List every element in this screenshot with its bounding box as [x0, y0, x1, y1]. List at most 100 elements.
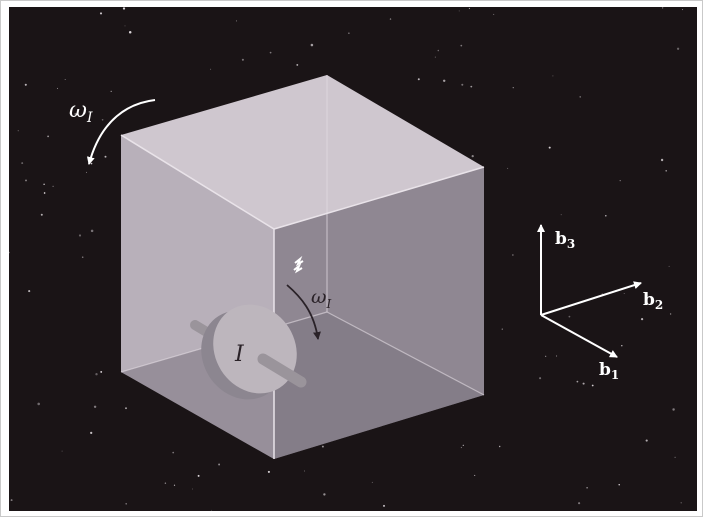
- axis-b2-arrow: [541, 283, 641, 315]
- star: [499, 446, 500, 447]
- star: [211, 510, 212, 511]
- star: [583, 383, 585, 385]
- star: [674, 457, 675, 458]
- star: [672, 408, 674, 410]
- star: [125, 25, 126, 26]
- star: [474, 475, 475, 476]
- star: [545, 356, 546, 357]
- star: [236, 20, 237, 21]
- star: [435, 57, 436, 58]
- star: [41, 214, 43, 216]
- star: [100, 371, 102, 373]
- star: [493, 14, 494, 15]
- star: [641, 318, 643, 320]
- axis-b3-label: b3: [555, 229, 575, 251]
- star: [11, 499, 13, 501]
- star: [52, 186, 53, 187]
- star: [552, 75, 553, 76]
- axis-b1-arrow: [541, 315, 617, 357]
- spacecraft-diagram: I ωI ωI b3 b2 b1: [9, 7, 697, 511]
- star: [443, 80, 445, 82]
- star: [578, 502, 580, 504]
- body-axes: b3 b2 b1: [541, 225, 663, 382]
- star: [91, 163, 93, 165]
- star: [665, 170, 667, 172]
- star: [21, 162, 23, 164]
- star: [79, 234, 81, 236]
- star: [512, 254, 513, 255]
- star: [43, 184, 44, 185]
- star: [577, 381, 579, 383]
- star: [323, 493, 325, 495]
- star: [218, 464, 220, 466]
- star: [172, 452, 174, 454]
- omega-body-label: ωI: [69, 98, 93, 126]
- star: [460, 45, 462, 47]
- star: [681, 502, 682, 503]
- star: [25, 84, 27, 86]
- star: [311, 44, 314, 47]
- star: [47, 136, 49, 138]
- star: [561, 214, 562, 215]
- star: [569, 316, 571, 318]
- star: [9, 252, 10, 254]
- star: [579, 96, 580, 97]
- star: [461, 84, 463, 86]
- star: [646, 440, 648, 442]
- star: [192, 489, 193, 490]
- star: [18, 130, 19, 131]
- star: [100, 12, 102, 14]
- star: [44, 192, 46, 194]
- star: [322, 446, 324, 448]
- star: [592, 385, 594, 387]
- star: [470, 86, 472, 88]
- wheel-inertia-label: I: [234, 342, 245, 367]
- star: [105, 156, 107, 158]
- star: [661, 159, 663, 161]
- star: [620, 180, 621, 181]
- star: [383, 505, 385, 507]
- star: [621, 345, 622, 346]
- star: [624, 293, 625, 294]
- star: [95, 373, 97, 375]
- star: [90, 432, 92, 434]
- star: [296, 64, 298, 66]
- star: [418, 78, 420, 80]
- axis-b2-label: b2: [643, 290, 663, 312]
- star: [62, 451, 63, 452]
- star: [677, 48, 679, 50]
- star: [586, 487, 588, 489]
- star: [102, 119, 104, 121]
- star: [125, 503, 127, 505]
- star: [210, 69, 211, 70]
- star: [25, 179, 27, 181]
- star: [82, 256, 84, 258]
- star: [507, 168, 508, 169]
- star: [513, 87, 514, 88]
- star: [125, 407, 127, 409]
- star: [94, 406, 96, 408]
- star: [459, 10, 460, 11]
- star: [174, 485, 175, 486]
- star: [618, 484, 619, 485]
- axis-b1-label: b1: [599, 360, 619, 382]
- star: [662, 7, 663, 8]
- star: [37, 403, 40, 406]
- star: [605, 215, 607, 217]
- spacecraft-cube: [121, 75, 484, 459]
- star: [129, 31, 132, 34]
- star: [65, 79, 66, 80]
- star: [390, 18, 391, 19]
- star: [270, 52, 272, 54]
- star: [57, 88, 58, 89]
- star: [469, 8, 470, 9]
- space-background: I ωI ωI b3 b2 b1: [9, 7, 697, 511]
- star: [539, 377, 541, 379]
- star: [472, 155, 474, 157]
- star: [682, 9, 683, 10]
- star: [549, 147, 551, 149]
- star: [556, 356, 557, 357]
- star: [123, 7, 125, 9]
- star: [348, 33, 349, 34]
- star: [111, 91, 112, 92]
